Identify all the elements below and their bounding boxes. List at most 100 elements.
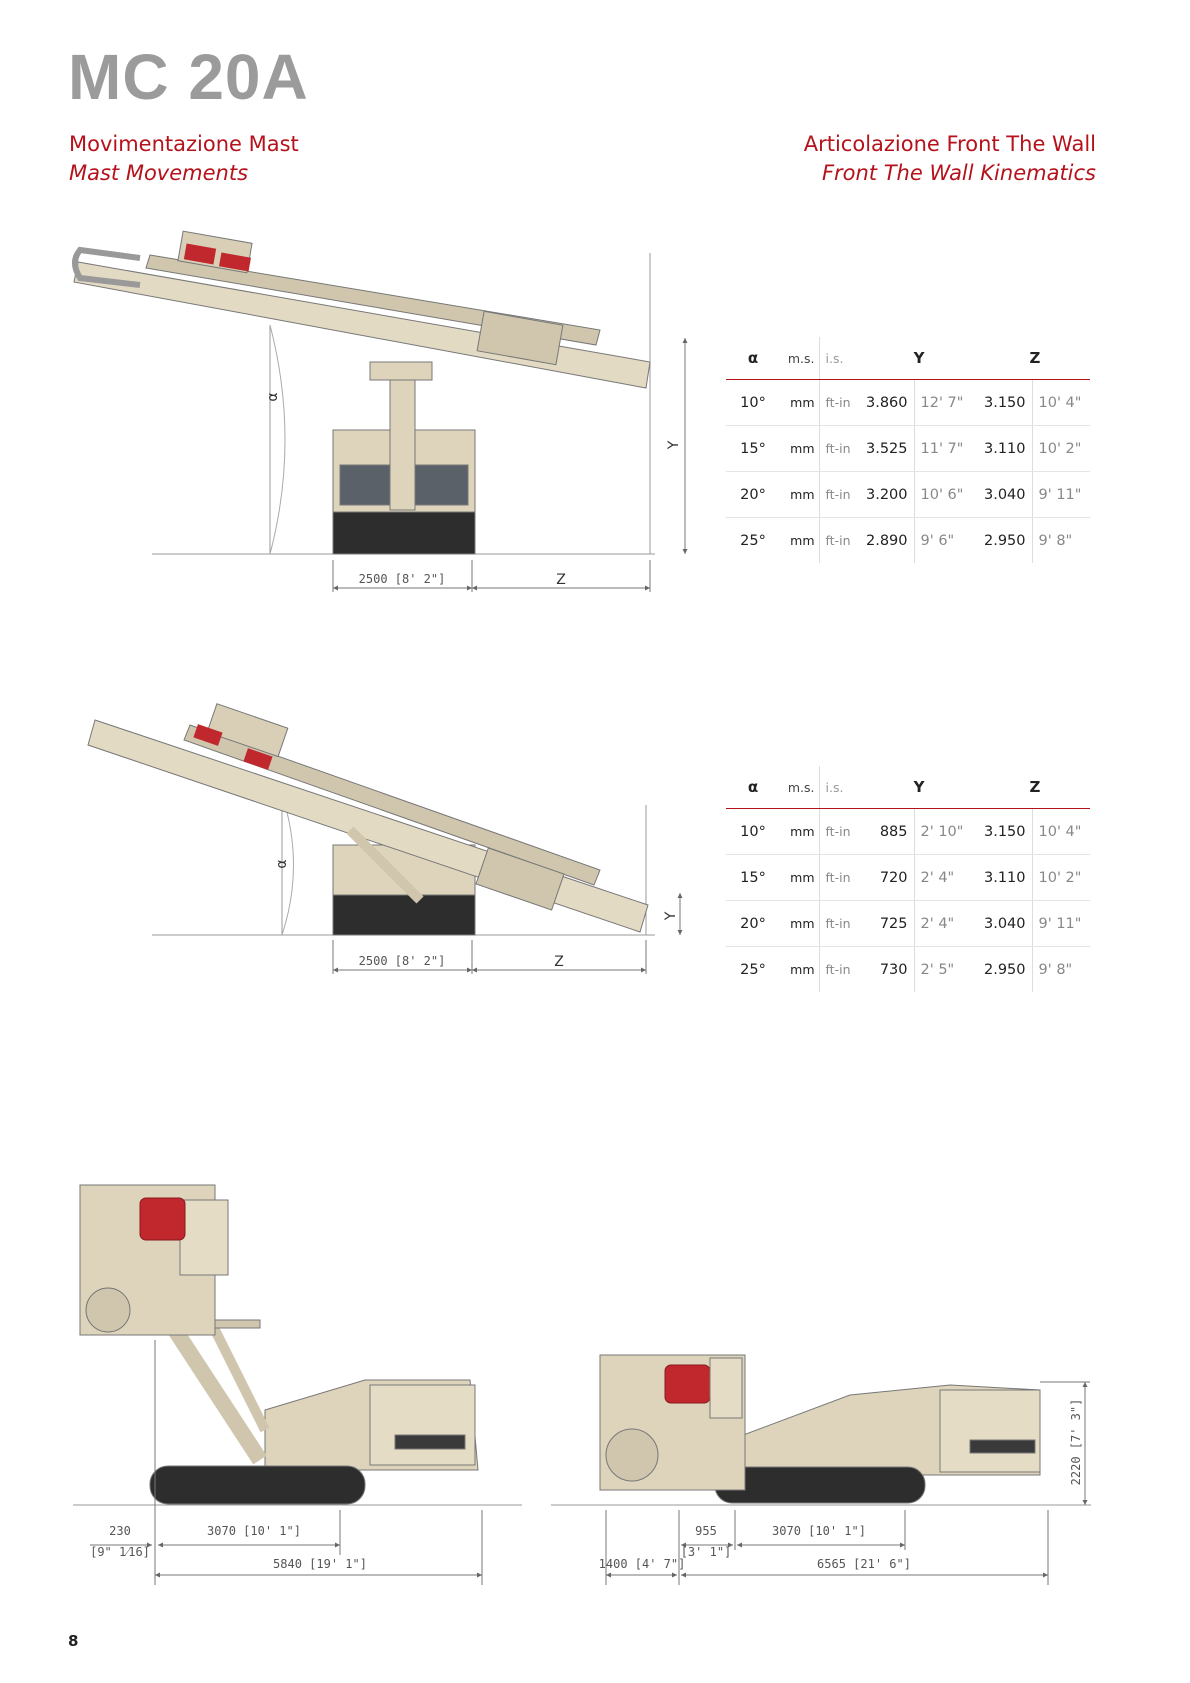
y-header: Y xyxy=(858,337,980,380)
z-ft-in: 9' 11" xyxy=(1031,471,1090,518)
z-ft-in: 10' 2" xyxy=(1031,425,1090,472)
mast-movements-heading: Movimentazione Mast Mast Movements xyxy=(69,130,299,188)
angle: 10° xyxy=(726,808,780,855)
side-view-front-the-wall-diagram xyxy=(551,1354,1091,1585)
angle: 25° xyxy=(740,532,766,549)
z-ft-in: 9' 8" xyxy=(1031,517,1090,563)
angle: 20° xyxy=(726,471,780,518)
y-mm: 3.525 xyxy=(858,425,914,472)
y-mm: 720 xyxy=(858,854,914,901)
imperial-unit: ft-in xyxy=(818,425,858,472)
y-ft-in: 12' 7" xyxy=(913,379,980,426)
imperial-unit: ft-in xyxy=(818,808,858,855)
imperial-unit: ft-in xyxy=(818,379,858,426)
z-mm: 2.950 xyxy=(983,961,1026,978)
diagram2-z-label: Z xyxy=(554,954,564,970)
y-ft-in: 2' 10" xyxy=(913,808,980,855)
z-ft-in: 9' 11" xyxy=(1031,900,1090,947)
z-mm: 3.110 xyxy=(980,854,1032,901)
right-track-dim: 3070 [10' 1"] xyxy=(772,1524,866,1538)
angle: 15° xyxy=(726,425,780,472)
y-mm: 3.200 xyxy=(858,471,914,518)
z-mm: 3.040 xyxy=(980,471,1032,518)
y-ft-in: 9' 6" xyxy=(913,517,980,563)
metric-unit: mm xyxy=(780,425,819,472)
is-header: i.s. xyxy=(818,766,858,809)
left-front-dim: 230 xyxy=(109,1524,131,1538)
angle: 20° xyxy=(726,900,780,947)
y-mm: 885 xyxy=(858,808,914,855)
z-ft-in: 10' 4" xyxy=(1031,379,1090,426)
diagram1-y-label: Y xyxy=(666,440,682,450)
heading-english: Mast Movements xyxy=(69,161,249,185)
z-header: Z xyxy=(980,337,1090,380)
z-mm: 3.150 xyxy=(980,379,1032,426)
z-mm: 2.950 xyxy=(983,532,1026,549)
z-mm: 3.110 xyxy=(980,425,1032,472)
left-track-dim: 3070 [10' 1"] xyxy=(207,1524,301,1538)
imperial-unit: ft-in xyxy=(818,900,858,947)
ms-header: m.s. xyxy=(780,766,819,809)
right-front-dim: 955 xyxy=(695,1524,717,1538)
metric-unit: mm xyxy=(780,808,819,855)
diagram1-z-label: Z xyxy=(556,572,566,588)
left-front-dim-inches: [9" 1⁄16] xyxy=(90,1545,150,1559)
mast-movement-diagram-1 xyxy=(72,230,688,592)
z-mm: 3.150 xyxy=(980,808,1032,855)
diagram2-y-label: Y xyxy=(663,911,679,921)
right-height-dim: 2220 [7' 3"] xyxy=(1069,1399,1083,1486)
metric-unit: mm xyxy=(780,379,819,426)
z-mm: 3.040 xyxy=(980,900,1032,947)
left-total-dim: 5840 [19' 1"] xyxy=(273,1557,367,1571)
right-overhang-dim: 1400 [4' 7"] xyxy=(599,1557,686,1571)
heading-italian: Movimentazione Mast xyxy=(69,132,299,156)
diagram1-width-dim: 2500 [8' 2"] xyxy=(359,572,446,586)
metric-unit: mm xyxy=(790,962,815,977)
z-ft-in: 10' 2" xyxy=(1031,854,1090,901)
y-ft-in: 10' 6" xyxy=(913,471,980,518)
z-ft-in: 9' 8" xyxy=(1031,946,1090,992)
imperial-unit: ft-in xyxy=(818,471,858,518)
y-mm: 730 xyxy=(879,961,908,978)
diagram2-width-dim: 2500 [8' 2"] xyxy=(359,954,446,968)
diagram1-alpha-label: α xyxy=(265,392,281,401)
metric-unit: mm xyxy=(790,533,815,548)
right-front-dim-inches: [3' 1"] xyxy=(681,1545,732,1559)
metric-unit: mm xyxy=(780,854,819,901)
right-total-dim: 6565 [21' 6"] xyxy=(817,1557,911,1571)
diagram2-alpha-label: α xyxy=(274,859,290,868)
y-mm: 725 xyxy=(858,900,914,947)
alpha-header: α xyxy=(726,766,780,809)
y-ft-in: 2' 5" xyxy=(913,946,980,992)
front-wall-kinematics-heading: Articolazione Front The Wall Front The W… xyxy=(804,130,1096,188)
imperial-unit: ft-in xyxy=(818,854,858,901)
mast-movement-diagram-2 xyxy=(87,703,683,974)
angle: 10° xyxy=(726,379,780,426)
y-mm: 3.860 xyxy=(858,379,914,426)
imperial-unit: ft-in xyxy=(818,517,858,563)
y-mm: 2.890 xyxy=(865,532,908,549)
y-ft-in: 2' 4" xyxy=(913,854,980,901)
y-ft-in: 2' 4" xyxy=(913,900,980,947)
imperial-unit: ft-in xyxy=(818,946,858,992)
metric-unit: mm xyxy=(780,471,819,518)
alpha-header: α xyxy=(726,337,780,380)
heading-italian: Articolazione Front The Wall xyxy=(803,132,1096,156)
y-ft-in: 11' 7" xyxy=(913,425,980,472)
angle: 25° xyxy=(740,961,766,978)
page-title: MC 20A xyxy=(68,41,309,113)
z-header: Z xyxy=(980,766,1090,809)
